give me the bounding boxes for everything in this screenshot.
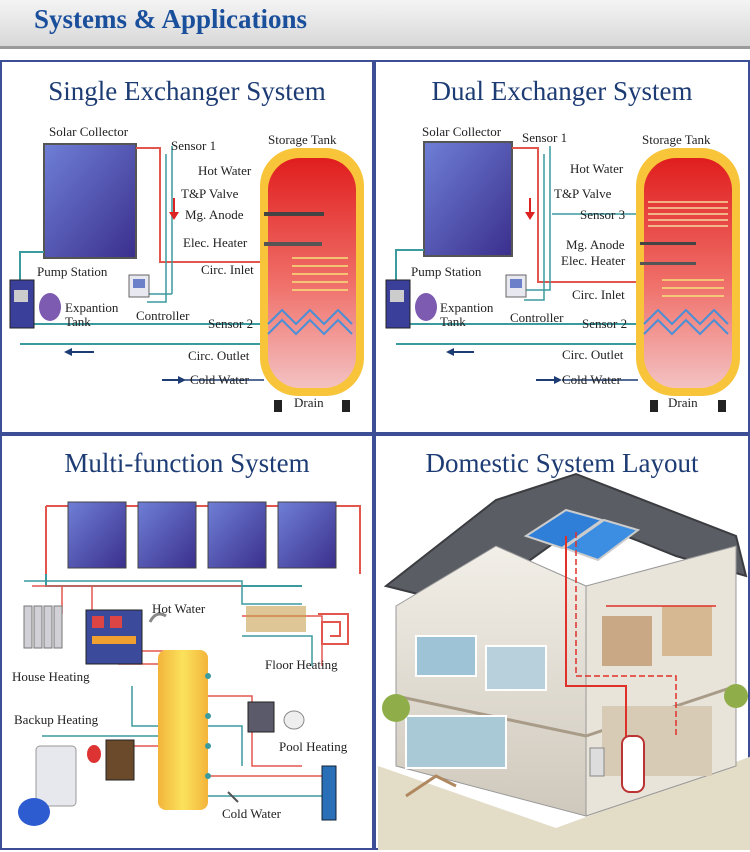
label-circ-inlet: Circ. Inlet [572,287,625,302]
single-diagram [9,143,364,412]
header-title: Systems & Applications [34,4,308,34]
domestic-illustration [378,472,750,850]
expansion-tank [39,293,61,321]
backup-pump [105,739,135,781]
header-bar: Systems & Applications [0,0,750,46]
label-solar-collector: Solar Collector [49,124,129,139]
label-pump-station: Pump Station [37,264,108,279]
dual-title: Dual Exchanger System [431,76,693,106]
domestic-title: Domestic System Layout [425,448,699,478]
label-hot-water: Hot Water [152,601,206,616]
dual-exchanger-panel: Dual Exchanger System [374,60,750,434]
boiler-burner [18,798,50,826]
window-left [415,635,477,677]
label-sensor2: Sensor 2 [582,316,628,331]
multi-function-panel: Multi-function System [0,434,374,850]
backup-boiler [35,745,77,807]
controller [247,701,275,733]
label-tp-valve: T&P Valve [554,186,612,201]
label-backup-heating: Backup Heating [14,712,99,727]
collector-1 [67,501,127,569]
label-storage-tank: Storage Tank [268,132,337,147]
label-mg-anode: Mg. Anode [566,237,625,252]
radiator [23,605,63,649]
label-sensor1: Sensor 1 [171,138,217,153]
label-tp-valve: T&P Valve [181,186,239,201]
label-expansion: Expantion [440,300,494,315]
roof-solar-panel-1 [523,508,605,550]
domestic-tank [621,735,645,793]
pool-expansion [283,710,305,730]
label-drain: Drain [294,395,324,410]
single-exchanger-panel: Single Exchanger System [0,60,374,434]
ground [378,756,750,850]
pump-station-dual [385,279,411,329]
label-solar-collector: Solar Collector [422,124,502,139]
label-floor-heating: Floor Heating [265,657,338,672]
label-tank: Tank [65,314,91,329]
label-expansion: Expantion [65,300,119,315]
multi-diagram [18,501,361,826]
conservatory [405,715,507,769]
collector-3 [207,501,267,569]
solar-collector-panel-dual [423,141,513,257]
label-sensor2: Sensor 2 [208,316,254,331]
label-hot-water: Hot Water [198,163,252,178]
label-sensor3: Sensor 3 [580,207,626,222]
dual-diagram [385,141,740,412]
collector-4 [277,501,337,569]
label-pump-station: Pump Station [411,264,482,279]
label-pool-heating: Pool Heating [279,739,348,754]
label-circ-outlet: Circ. Outlet [562,347,624,362]
label-house-heating: House Heating [12,669,90,684]
label-circ-outlet: Circ. Outlet [188,348,250,363]
label-elec-heater: Elec. Heater [561,253,626,268]
roof-solar-panel-2 [561,518,641,562]
pool-exchanger [321,765,337,821]
label-circ-inlet: Circ. Inlet [201,262,254,277]
label-drain: Drain [668,395,698,410]
label-tank: Tank [440,314,466,329]
label-cold-water: Cold Water [190,372,250,387]
multi-tank [158,650,208,810]
header-divider [0,46,750,49]
label-mg-anode: Mg. Anode [185,207,244,222]
collector-2 [137,501,197,569]
label-cold-water: Cold Water [562,372,622,387]
domestic-panel: Domestic System Layout [374,434,750,850]
label-elec-heater: Elec. Heater [183,235,248,250]
solar-collector-panel [43,143,137,259]
label-cold-water: Cold Water [222,806,282,821]
label-hot-water: Hot Water [570,161,624,176]
label-sensor1: Sensor 1 [522,130,568,145]
label-controller: Controller [136,308,190,323]
multi-title: Multi-function System [64,448,310,478]
single-title: Single Exchanger System [48,76,326,106]
floor-coil [318,613,349,645]
expansion-tank-dual [415,293,437,321]
floor-manifold [246,606,306,632]
label-controller: Controller [510,310,564,325]
label-storage-tank: Storage Tank [642,132,711,147]
pump-station [9,279,35,329]
